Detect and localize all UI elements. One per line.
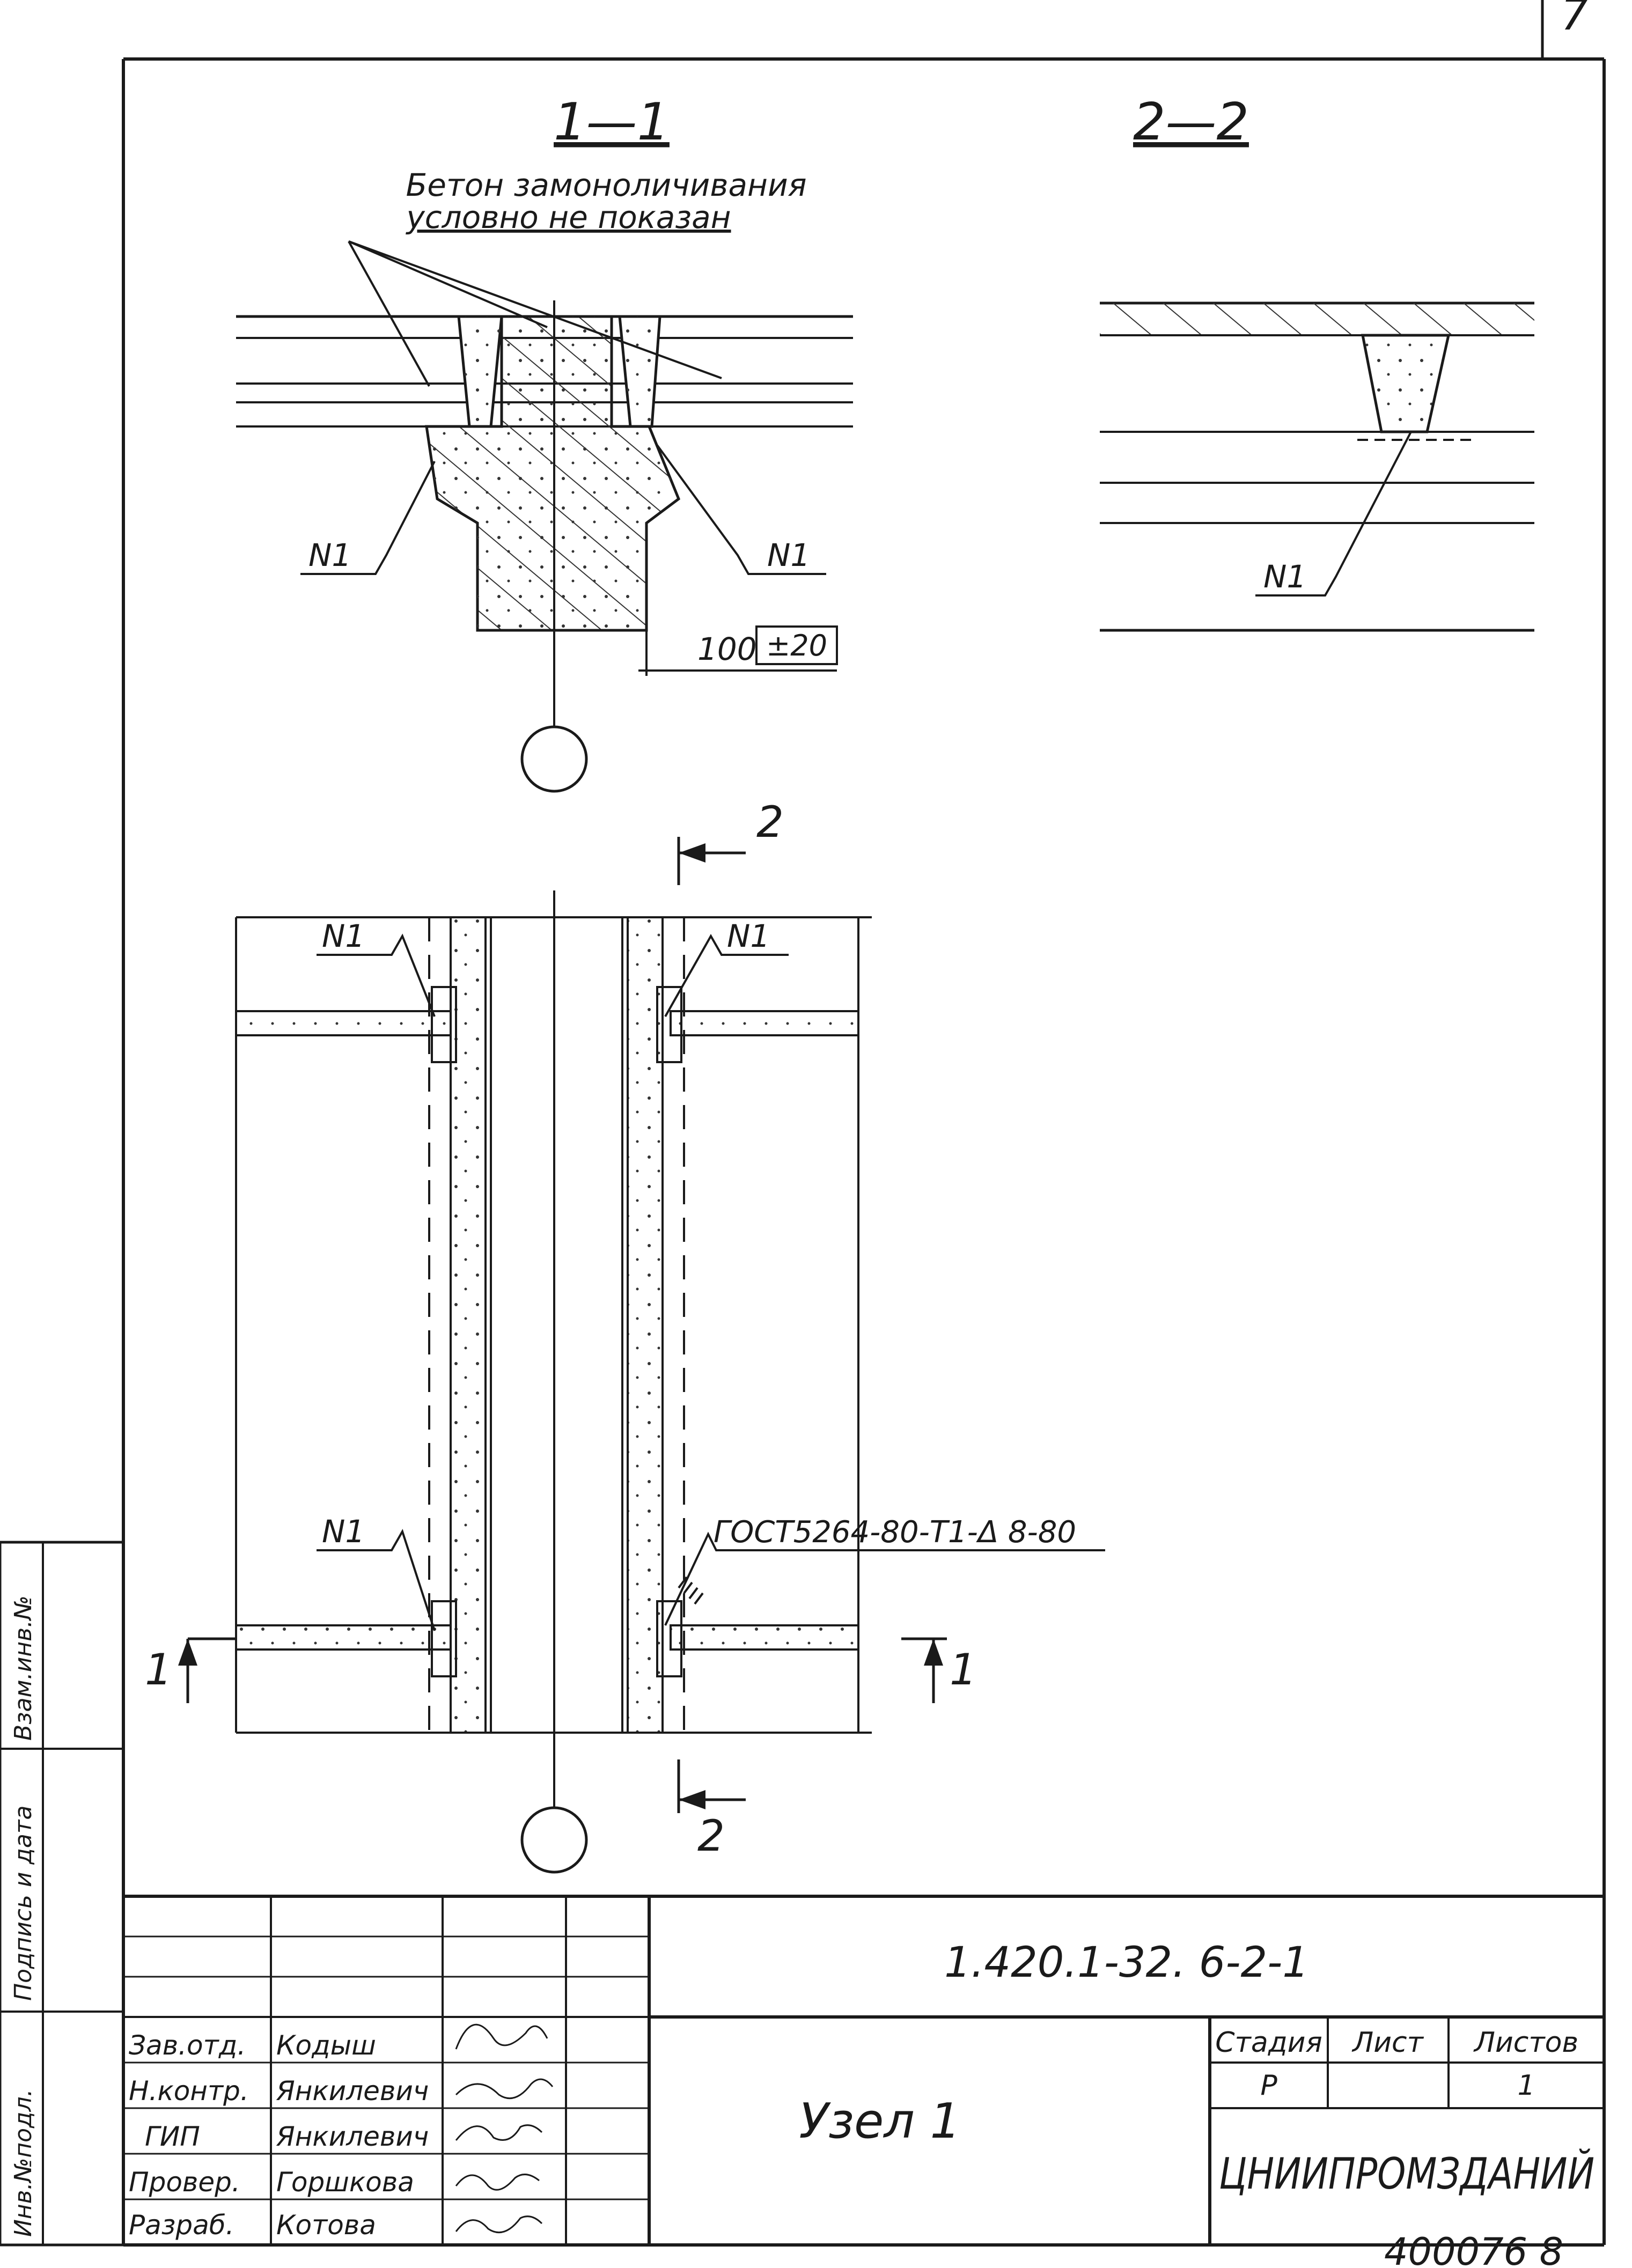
plan-cut2-bottom: 2: [697, 1811, 725, 1861]
name-chief-engineer: Янкилевич: [276, 2121, 429, 2152]
signatures: [455, 2023, 554, 2234]
name-checked: Горшкова: [276, 2167, 414, 2198]
tolerance-box: [755, 625, 838, 665]
sheets-value: 1: [1517, 2070, 1535, 2102]
side-stamp-column: Инв.№подл. Подпись и дата Взам.инв.№: [0, 1541, 125, 2247]
stage-header: Стадия: [1215, 2027, 1322, 2059]
section-1-1-title: 1—1: [554, 93, 670, 152]
plan-slab-bottom-left: [235, 1624, 452, 1651]
role-norm-control: Н.контр.: [129, 2075, 249, 2107]
plan-marker-top-left: N1: [322, 918, 365, 954]
plan-marker-bottom-left: N1: [322, 1513, 365, 1550]
role-checked: Провер.: [129, 2167, 240, 2198]
name-developed: Котова: [276, 2210, 376, 2241]
drawing-title: Узел 1: [799, 2093, 960, 2149]
section-1-1-tolerance: ±20: [766, 629, 827, 662]
node-circle-bottom: [520, 1806, 588, 1874]
section-2-2-title: 2—2: [1133, 93, 1249, 152]
title-block: 1.420.1-32. 6-2-1 Узел 1 Зав.отд. Н.конт…: [123, 1895, 1604, 2245]
section-1-1-note-line2: условно не показан: [405, 199, 731, 235]
section-1-1-marker-right: N1: [767, 537, 810, 573]
section-1-1-dimension: 100: [697, 631, 757, 667]
plan-view: 2 2 N1 N1 N1: [145, 797, 1105, 1874]
node-circle-top: [520, 725, 588, 793]
plan-weld-note: ГОСТ5264-80-Т1-Δ 8-80: [714, 1515, 1076, 1550]
sheet-corner-number: 7: [1561, 0, 1589, 40]
side-cell-signature: Подпись и дата: [10, 1806, 37, 2001]
section-1-1-marker-left: N1: [308, 537, 351, 573]
plan-cut1-right: 1: [950, 1645, 977, 1695]
plan-slab-top-left: [235, 1010, 452, 1036]
sheet-header: Лист: [1351, 2027, 1424, 2059]
plan-cut1-left: 1: [145, 1645, 172, 1695]
section-2-2-marker: N1: [1263, 558, 1306, 595]
role-head-of-dept: Зав.отд.: [129, 2030, 246, 2061]
side-cell-inventory: Инв.№подл.: [10, 2089, 37, 2237]
role-chief-engineer: ГИП: [145, 2121, 200, 2152]
sheets-header: Листов: [1473, 2027, 1578, 2059]
side-cell-replacement: Взам.инв.№: [10, 1595, 37, 1741]
plan-slab-bottom-right: [670, 1624, 859, 1651]
role-developed: Разраб.: [129, 2210, 234, 2241]
plan-cut2-top: 2: [756, 797, 784, 847]
name-head-of-dept: Кодыш: [276, 2030, 376, 2061]
section-1-1: 1—1 Бетон замоноличивания условно не пок…: [236, 93, 853, 793]
bottom-stamp: 400076 8: [1384, 2230, 1563, 2268]
name-norm-control: Янкилевич: [276, 2075, 429, 2107]
stage-value: Р: [1260, 2070, 1277, 2102]
section-2-2-joint: [1361, 334, 1451, 433]
document-code: 1.420.1-32. 6-2-1: [944, 1939, 1309, 1987]
plan-marker-top-right: N1: [727, 918, 770, 954]
organization-name: ЦНИИПРОМЗДАНИЙ: [1219, 2148, 1594, 2199]
plan-slab-top-right: [670, 1010, 859, 1036]
section-2-2: 2—2 N1: [1100, 93, 1534, 632]
section-1-1-note-line1: Бетон замоноличивания: [406, 167, 806, 203]
